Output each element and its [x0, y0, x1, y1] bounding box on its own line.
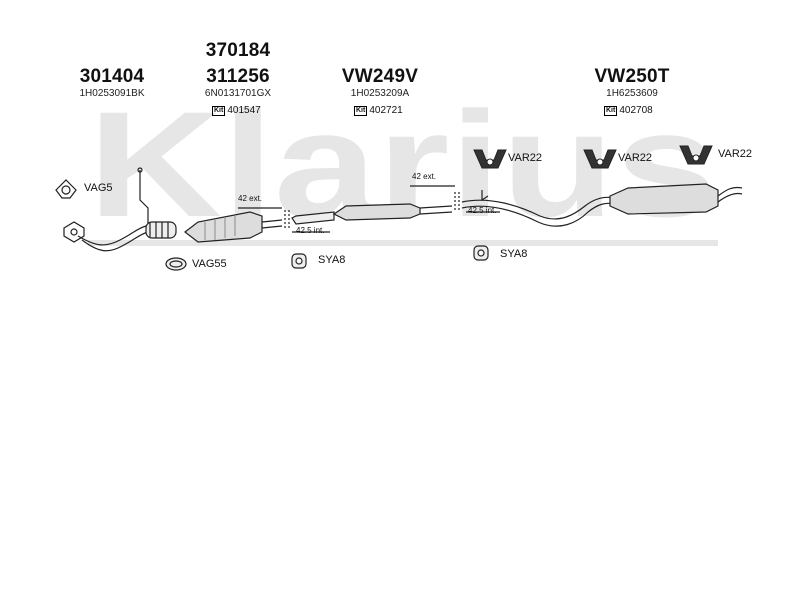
part-label-var22-b: VAR22: [618, 152, 653, 164]
kit-icon: Kit: [212, 106, 226, 116]
bracket-bolt: [137, 167, 143, 173]
front-flange-hole: [70, 228, 78, 236]
oem-code-4: 1H6253609: [606, 88, 658, 99]
watermark-text: Klarius: [88, 98, 718, 248]
dimension-ext-a: 42 ext.: [238, 194, 263, 203]
joint-marker-1: [284, 210, 290, 230]
front-pipe-lower: [81, 231, 149, 252]
hanger-icon: [679, 145, 713, 165]
kit-icon: Kit: [604, 106, 618, 116]
rear-pipe: [461, 196, 616, 220]
intermediate-pipe-start: [291, 211, 335, 225]
part-number-301404: 301404: [79, 66, 145, 87]
gasket-icon: [55, 179, 77, 199]
catalyst-body: [184, 211, 263, 243]
oem-code-3: 1H0253209A: [350, 88, 410, 99]
front-flange: [63, 221, 85, 243]
rubber-mount-icon: [291, 253, 307, 269]
kit-value: 402708: [619, 105, 653, 116]
kit-number-4: Kit 402708: [604, 105, 653, 117]
kit-value: 401547: [227, 105, 261, 116]
rubber-mount-icon: [473, 245, 489, 261]
rear-hanger: [481, 190, 489, 202]
part-number-vw250t: VW250T: [594, 66, 670, 87]
catalyst-stripes: [204, 216, 236, 240]
part-number-311256: 311256: [206, 66, 270, 87]
ring-icon: [165, 257, 187, 271]
centre-outlet-pipe: [419, 205, 453, 215]
dimension-int-b: 42.5 int.: [468, 206, 497, 215]
hanger-icon: [583, 149, 617, 169]
centre-silencer: [332, 203, 421, 221]
flex-joint-ribs: [149, 222, 169, 238]
part-label-vag5: VAG5: [84, 182, 113, 194]
part-label-vag55: VAG55: [192, 258, 227, 270]
kit-value: 402721: [369, 105, 403, 116]
front-bracket: [139, 170, 149, 228]
part-label-sya8-a: SYA8: [318, 254, 346, 266]
catalyst-outlet: [261, 219, 283, 229]
front-pipe: [77, 225, 147, 246]
part-label-sya8-b: SYA8: [500, 248, 528, 260]
tail-pipe: [717, 186, 743, 197]
klarius-watermark: Klarius: [88, 98, 718, 248]
dimension-ext-b: 42 ext.: [412, 172, 437, 181]
hanger-icon: [473, 149, 507, 169]
rear-pipe-lower: [461, 202, 616, 227]
oem-code-1: 1H0253091BK: [79, 88, 145, 99]
part-number-370184: 370184: [205, 40, 271, 61]
kit-icon: Kit: [354, 106, 368, 116]
kit-number-2: Kit 401547: [212, 105, 261, 117]
oem-code-2: 6N0131701GX: [204, 88, 272, 99]
part-number-vw249v: VW249V: [341, 66, 419, 87]
watermark-underline: [88, 240, 718, 246]
joint-marker-2: [454, 192, 460, 212]
rear-silencer: [609, 183, 719, 215]
dimension-int-a: 42.5 int.: [296, 226, 325, 235]
tail-pipe-lower: [717, 192, 743, 203]
part-label-var22-c: VAR22: [718, 148, 753, 160]
kit-number-3: Kit 402721: [354, 105, 403, 117]
part-label-var22-a: VAR22: [508, 152, 543, 164]
